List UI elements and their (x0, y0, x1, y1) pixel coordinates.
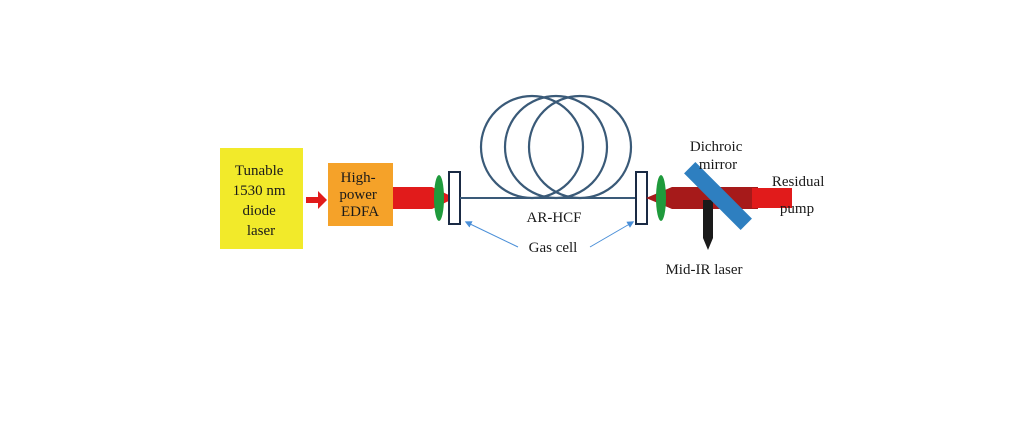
mid-ir-beam (703, 200, 713, 250)
seed-to-edfa-arrow (306, 191, 327, 209)
residual-beam-tail (752, 188, 792, 208)
dichroic-mirror (684, 162, 752, 230)
output-lens (656, 175, 666, 221)
seed-laser-line-3: diode (242, 203, 276, 219)
coupling-lens (434, 175, 444, 221)
mid-ir-label: Mid-IR laser (665, 262, 742, 278)
seed-laser-box (220, 148, 303, 249)
fiber-label: AR-HCF (526, 210, 581, 226)
gas-cell-pointer-left (464, 221, 519, 248)
dichroic-line-1: Dichroic (690, 139, 743, 155)
seed-laser-line-4: laser (247, 223, 275, 239)
seed-laser-line-2: 1530 nm (233, 183, 286, 199)
fiber-loop-1 (479, 94, 585, 200)
fiber-loop-3 (527, 94, 633, 200)
edfa-box (328, 163, 393, 226)
residual-line-2: pump (780, 201, 814, 217)
gas-cell-label: Gas cell (529, 240, 578, 256)
residual-line-1: Residual (772, 174, 825, 190)
pump-beam (393, 187, 455, 209)
input-gas-cell-window (448, 171, 461, 225)
seed-laser-label: Tunable 1530 nm diode laser (233, 163, 290, 239)
edfa-line-3: EDFA (341, 204, 379, 220)
residual-label: Residual pump (772, 174, 828, 217)
fiber-loop-2 (503, 94, 609, 200)
edfa-line-1: High- (341, 170, 376, 186)
output-gas-cell-window (635, 171, 648, 225)
fiber-coil (479, 94, 633, 200)
edfa-line-2: power (339, 187, 377, 203)
edfa-label: High- power EDFA (339, 170, 380, 220)
seed-laser-line-1: Tunable (235, 163, 284, 179)
dichroic-line-2: mirror (699, 157, 737, 173)
dichroic-label: Dichroic mirror (690, 139, 746, 173)
gas-cell-pointer-right (589, 221, 635, 248)
